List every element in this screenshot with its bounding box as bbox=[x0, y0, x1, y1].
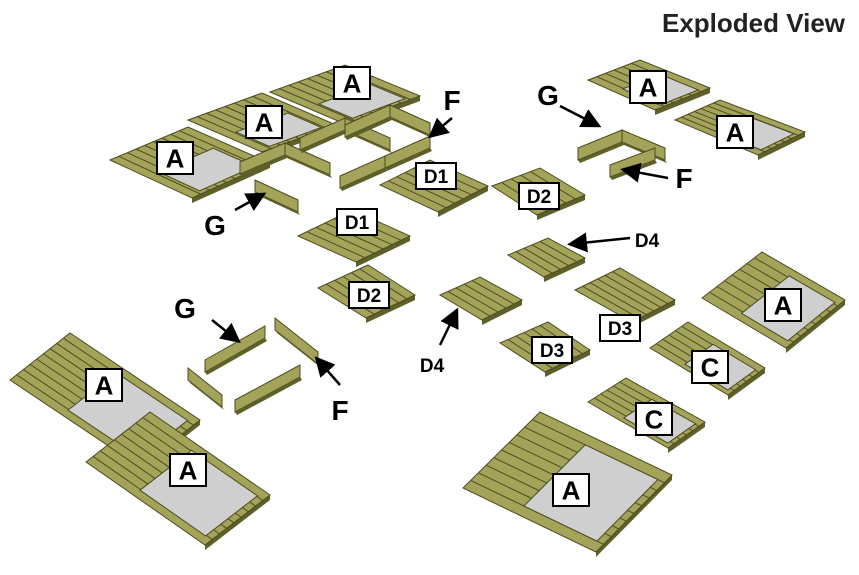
label-d2-1-text: D2 bbox=[527, 187, 551, 208]
rail-top-left-9 bbox=[384, 135, 432, 171]
arrow-g-top-right bbox=[559, 104, 602, 128]
arrow-d4-right bbox=[567, 232, 631, 253]
label-d3-2-text: D3 bbox=[540, 341, 564, 362]
rail-bottom-left-2 bbox=[274, 316, 320, 367]
label-d3-1-text: D3 bbox=[608, 319, 632, 340]
label-c-2-text: C bbox=[645, 404, 664, 434]
label-a-4-text: A bbox=[639, 72, 658, 102]
label-c-1: C bbox=[691, 350, 729, 384]
label-a-4: A bbox=[629, 70, 667, 104]
rail-top-left-6 bbox=[339, 155, 387, 191]
arrow-f-top-right bbox=[620, 162, 669, 183]
arrow-g-bottom-left bbox=[211, 319, 241, 344]
label-c-2: C bbox=[635, 402, 673, 436]
label-a-7: A bbox=[85, 368, 123, 402]
panel-d3-right bbox=[573, 267, 677, 327]
label-d1-1-text: D1 bbox=[424, 167, 449, 188]
label-a-2-text: A bbox=[255, 107, 274, 137]
label-a-6-text: A bbox=[774, 290, 793, 320]
label-a-2: A bbox=[245, 105, 283, 139]
label-a-6: A bbox=[764, 288, 802, 322]
label-d3-1: D3 bbox=[599, 314, 641, 342]
diagram-title: Exploded View bbox=[661, 8, 845, 38]
label-f-3: F bbox=[331, 395, 348, 426]
label-d4-2: D4 bbox=[420, 356, 445, 377]
rail-top-right-1 bbox=[577, 129, 624, 163]
label-a-9: A bbox=[552, 473, 590, 507]
label-d2-2-text: D2 bbox=[357, 286, 381, 307]
panel-d4-left bbox=[438, 276, 524, 325]
label-d3-2: D3 bbox=[531, 336, 573, 364]
label-a-5-text: A bbox=[726, 117, 745, 147]
label-a-5: A bbox=[716, 115, 754, 149]
label-d2-2: D2 bbox=[348, 281, 390, 309]
label-g-3: G bbox=[174, 293, 196, 324]
label-c-1-text: C bbox=[701, 352, 720, 382]
label-d1-1: D1 bbox=[415, 162, 457, 190]
label-a-1: A bbox=[156, 141, 194, 175]
label-a-3-text: A bbox=[343, 68, 362, 98]
rail-top-left-2 bbox=[254, 179, 300, 215]
arrow-d4-left bbox=[438, 307, 459, 346]
label-a-9-text: A bbox=[562, 475, 581, 505]
rail-bottom-left-1 bbox=[204, 325, 267, 375]
arrow-f-top-left bbox=[428, 117, 453, 139]
label-f-1: F bbox=[443, 85, 460, 116]
label-d1-2: D1 bbox=[336, 208, 378, 236]
arrow-g-top-left bbox=[234, 192, 267, 212]
label-a-8-text: A bbox=[179, 455, 198, 485]
label-d1-2-text: D1 bbox=[345, 213, 370, 234]
label-a-1-text: A bbox=[166, 143, 185, 173]
panel-d4-right bbox=[506, 237, 587, 282]
rail-bottom-left-3 bbox=[234, 364, 302, 415]
rail-bottom-left-4 bbox=[187, 366, 224, 410]
label-g-1: G bbox=[204, 210, 226, 241]
label-d2-1: D2 bbox=[518, 182, 560, 210]
label-g-2: G bbox=[537, 80, 559, 111]
label-a-8: A bbox=[169, 453, 207, 487]
arrow-f-bottom-left bbox=[314, 356, 341, 386]
label-d4-1: D4 bbox=[635, 231, 660, 252]
label-a-7-text: A bbox=[95, 370, 114, 400]
label-a-3: A bbox=[333, 66, 371, 100]
label-f-2: F bbox=[675, 163, 692, 194]
rail-top-left-8 bbox=[389, 104, 432, 138]
rail-top-left-3 bbox=[284, 142, 332, 178]
